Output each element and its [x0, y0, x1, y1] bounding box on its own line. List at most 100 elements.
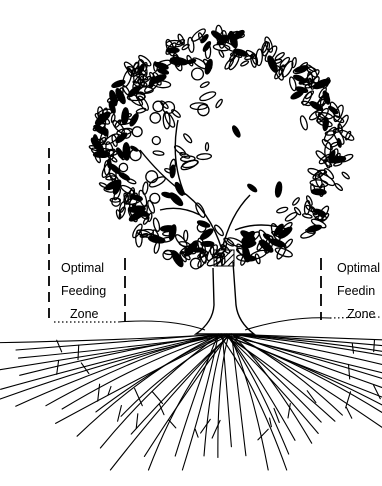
leaf-icon	[103, 187, 116, 193]
root-line	[220, 333, 382, 398]
leaf-icon	[154, 62, 169, 70]
root-fork	[269, 417, 272, 428]
leaf-icon	[247, 183, 258, 193]
leaf-icon	[147, 199, 156, 214]
leaf-icon	[310, 76, 320, 90]
root-line	[220, 333, 382, 380]
leaf-icon	[228, 52, 237, 63]
root-line	[218, 333, 288, 471]
leaf-icon	[222, 41, 237, 52]
leaf-icon	[202, 40, 212, 52]
root-line	[109, 333, 232, 471]
root-line	[0, 333, 225, 344]
root-fork	[211, 419, 221, 439]
right-zone-label-line-3: Zone	[347, 307, 376, 321]
leaf-icon	[339, 153, 354, 163]
leaf-icon	[310, 218, 327, 229]
leaf-icon	[109, 172, 119, 182]
fruit-icon	[118, 162, 129, 173]
leaf-icon	[121, 145, 131, 161]
root-fork	[351, 343, 355, 354]
root-line	[221, 333, 232, 448]
fruit-icon	[190, 240, 204, 253]
leaf-icon	[294, 65, 309, 73]
fruit-icon	[162, 249, 173, 261]
leaf-icon	[231, 125, 241, 138]
leaf-icon	[303, 199, 311, 216]
root-fork	[287, 403, 291, 419]
leaf-icon	[137, 95, 149, 111]
leaf-icon	[309, 101, 324, 111]
leaf-icon	[149, 233, 164, 244]
leaf-icon	[116, 147, 124, 160]
fruit-icon	[151, 135, 161, 146]
leaf-icon	[120, 184, 135, 195]
leaf-icon	[255, 48, 263, 67]
leaf-icon	[106, 158, 112, 169]
right-zone-label: Optimal Feedin Zone	[337, 261, 380, 321]
leaf-icon	[187, 36, 195, 53]
leaf-icon	[183, 133, 193, 144]
leaf-icon	[316, 107, 329, 123]
fruit-icon	[111, 197, 121, 207]
fruit-icon	[129, 148, 142, 162]
leaf-icon	[132, 223, 143, 239]
fruit-icon	[135, 91, 146, 102]
leaf-icon	[132, 203, 138, 214]
leaf-icon	[276, 206, 289, 214]
leaf-icon	[322, 90, 331, 105]
root-line	[224, 333, 382, 356]
root-fork	[77, 344, 80, 361]
left-zone-label: Optimal Feeding Zone	[61, 261, 106, 321]
root-line	[231, 333, 382, 389]
leaf-icon	[152, 80, 172, 89]
root-fork	[80, 362, 90, 375]
leaf-icon	[231, 29, 245, 41]
leaf-icon	[240, 60, 250, 67]
fruit-icon	[189, 257, 202, 270]
leaf-icon	[115, 209, 122, 220]
leaf-icon	[171, 250, 184, 268]
root-fork	[200, 418, 211, 434]
root-fork	[134, 387, 143, 407]
left-zone-markers	[48, 148, 126, 322]
root-line	[231, 333, 313, 444]
leaf-icon	[136, 73, 149, 81]
leaf-icon	[344, 130, 352, 141]
leaf-icon	[165, 47, 180, 54]
leaf-icon	[307, 167, 324, 177]
left-zone-label-line-3: Zone	[70, 307, 99, 321]
leaf-icon	[322, 116, 329, 132]
leaf-icon	[258, 239, 274, 253]
leaf-icon	[169, 192, 184, 207]
fruit-icon	[196, 222, 207, 233]
leaf-icon	[299, 115, 308, 131]
root-fork	[135, 413, 139, 430]
leaf-icon	[179, 152, 191, 159]
leaf-icon	[305, 195, 313, 206]
leaf-icon	[258, 229, 270, 246]
root-line	[95, 333, 228, 413]
fruit-icon	[197, 103, 210, 117]
root-fork	[345, 406, 353, 419]
leaf-icon	[333, 104, 344, 123]
leaf-icon	[152, 150, 165, 156]
root-line	[229, 333, 382, 365]
root-line	[55, 333, 229, 424]
root-fork	[151, 391, 164, 405]
leaf-icon	[115, 132, 128, 144]
root-fork	[273, 407, 280, 424]
leaf-icon	[322, 77, 331, 89]
leaf-icon	[199, 91, 217, 102]
leaf-icon	[325, 156, 331, 169]
root-fork	[117, 404, 122, 422]
leaf-icon	[138, 228, 155, 236]
leaf-icon	[328, 149, 336, 162]
fruit-icon	[120, 128, 132, 139]
leaf-icon	[109, 155, 118, 163]
root-fork	[194, 428, 199, 438]
leaf-icon	[323, 126, 337, 142]
leaf-icon	[274, 181, 283, 198]
root-line	[231, 333, 382, 429]
leaf-icon	[111, 79, 126, 89]
